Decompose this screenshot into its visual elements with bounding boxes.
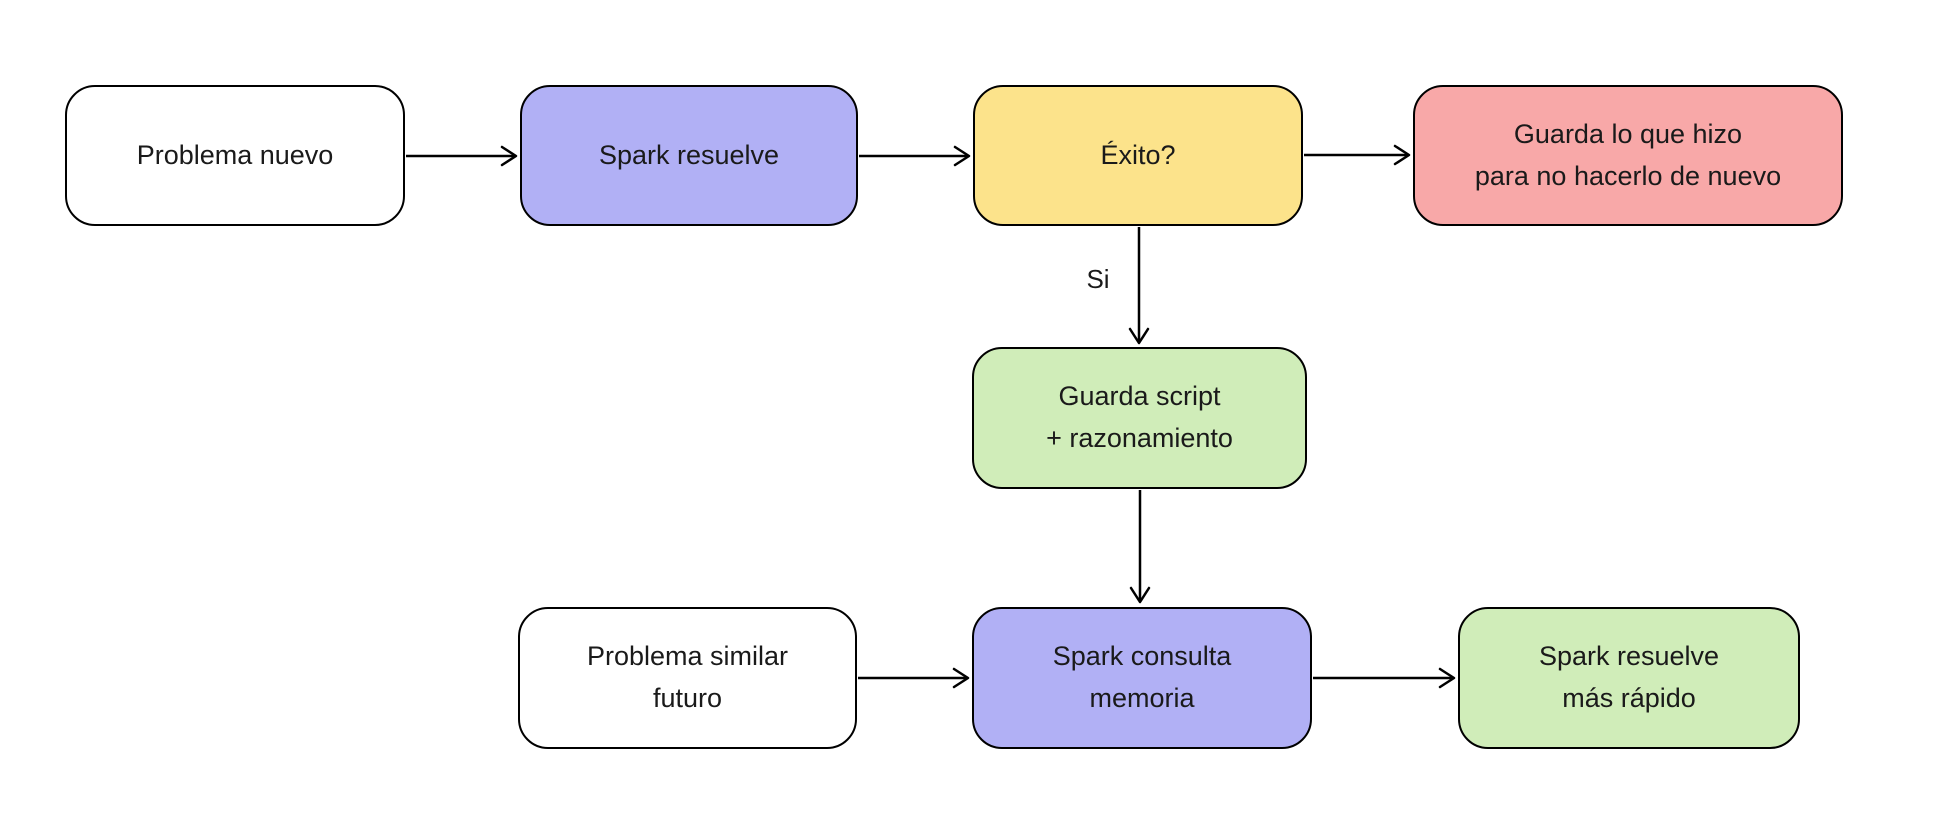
node-spark-resuelve: Spark resuelve [520, 85, 858, 226]
node-label-guarda-lo-que-hizo: Guarda lo que hizo para no hacerlo de nu… [1474, 118, 1782, 191]
node-label-guarda-script: Guarda script + razonamiento [1046, 381, 1233, 453]
node-label-spark-resuelve: Spark resuelve [598, 139, 780, 170]
node-label-spark-resuelve-mas-rapido: Spark resuelve más rápido [1538, 641, 1720, 713]
node-spark-resuelve-mas-rapido: Spark resuelve más rápido [1458, 607, 1800, 749]
node-guarda-script: Guarda script + razonamiento [972, 347, 1307, 489]
node-label-spark-consulta-memoria: Spark consulta memoria [1052, 641, 1232, 713]
node-label-problema-nuevo: Problema nuevo [136, 139, 334, 170]
node-problema-nuevo: Problema nuevo [65, 85, 405, 226]
node-exito: Éxito? [973, 85, 1303, 226]
edge-label-si: Si [1086, 264, 1110, 294]
node-label-problema-similar: Problema similar futuro [586, 641, 789, 713]
node-label-exito: Éxito? [1100, 139, 1176, 170]
node-guarda-lo-que-hizo: Guarda lo que hizo para no hacerlo de nu… [1413, 85, 1843, 226]
node-problema-similar: Problema similar futuro [518, 607, 857, 749]
node-spark-consulta-memoria: Spark consulta memoria [972, 607, 1312, 749]
